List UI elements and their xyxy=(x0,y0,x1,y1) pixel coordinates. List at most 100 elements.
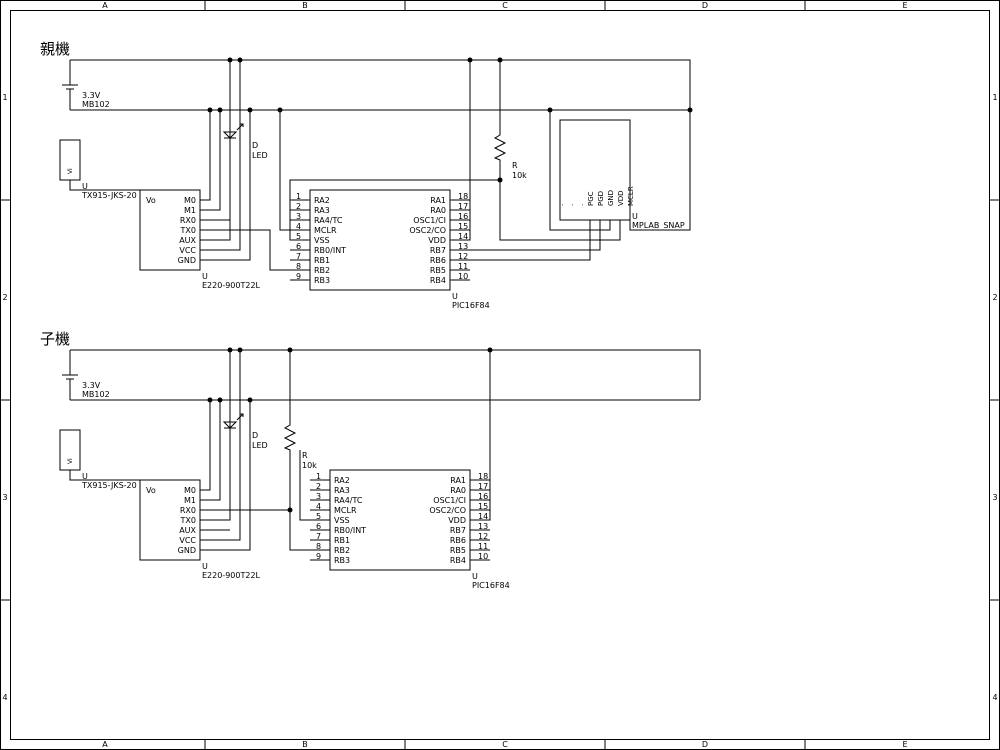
column-label-top: E xyxy=(902,1,907,10)
mcu-pin-number: 8 xyxy=(316,542,321,551)
child-sensor-pin: Vo xyxy=(146,486,156,495)
parent-led-part: LED xyxy=(252,151,268,160)
mcu-pin-name: RB5 xyxy=(430,266,446,275)
module-pin-label: GND xyxy=(178,546,196,555)
inner-border xyxy=(10,10,990,740)
mcu-pin-number: 8 xyxy=(296,262,301,271)
module-pin-label: M0 xyxy=(184,196,196,205)
module-pin-label: M0 xyxy=(184,486,196,495)
parent-title: 親機 xyxy=(40,40,70,58)
child-module-part: E220-900T22L xyxy=(202,571,261,580)
mcu-pin-number: 15 xyxy=(478,502,488,511)
parent-programmer-ref: U xyxy=(632,212,638,221)
parent-battery: 3.3V MB102 xyxy=(82,91,110,109)
mcu-pin-name: RA3 xyxy=(314,206,330,215)
programmer-pin-label: PGC xyxy=(587,191,595,206)
row-label-left: 4 xyxy=(2,693,7,702)
mcu-pin-number: 4 xyxy=(296,222,301,231)
mcu-pin-name: RA0 xyxy=(450,486,466,495)
mcu-pin-name: RB7 xyxy=(450,526,466,535)
mcu-pin-name: MCLR xyxy=(334,506,357,515)
mcu-pin-number: 15 xyxy=(458,222,468,231)
mcu-pin-name: VSS xyxy=(334,516,350,525)
mcu-pin-number: 7 xyxy=(296,252,301,261)
column-label-bottom: A xyxy=(102,740,108,749)
mcu-pin-number: 6 xyxy=(316,522,321,531)
mcu-pin-number: 3 xyxy=(316,492,321,501)
child-mcu-part: PIC16F84 xyxy=(472,581,510,590)
child-wiring xyxy=(59,349,701,571)
mcu-pin-name: OSC1/CI xyxy=(413,216,446,225)
parent-module-part: E220-900T22L xyxy=(202,281,261,290)
mcu-pin-number: 5 xyxy=(296,232,301,241)
row-label-right: 4 xyxy=(992,693,997,702)
child-resistor-value: 10k xyxy=(302,461,317,470)
child-battery: 3.3V MB102 xyxy=(82,381,110,399)
mcu-pin-name: RB4 xyxy=(450,556,466,565)
row-label-right: 1 xyxy=(992,93,997,102)
column-label-top: D xyxy=(702,1,708,10)
parent-resistor-value: 10k xyxy=(512,171,527,180)
mcu-pin-name: OSC2/CO xyxy=(429,506,466,515)
mcu-pin-number: 6 xyxy=(296,242,301,251)
column-label-bottom: B xyxy=(302,740,308,749)
mcu-pin-number: 10 xyxy=(458,272,468,281)
mcu-pin-name: RB1 xyxy=(314,256,330,265)
mcu-pin-name: RA0 xyxy=(430,206,446,215)
mcu-pin-name: RA2 xyxy=(334,476,350,485)
parent-led-ref: D xyxy=(252,141,258,150)
parent-resistor-ref: R xyxy=(512,161,518,170)
module-pin-label: RX0 xyxy=(180,506,196,515)
mcu-pin-name: RB3 xyxy=(334,556,350,565)
mcu-pin-number: 7 xyxy=(316,532,321,541)
mcu-pin-name: RB0/INT xyxy=(334,526,366,535)
parent-sensor-ref: U xyxy=(82,182,88,191)
module-pin-label: RX0 xyxy=(180,216,196,225)
mcu-pin-name: RB4 xyxy=(430,276,446,285)
parent-mcu-part: PIC16F84 xyxy=(452,301,490,310)
column-label-bottom: E xyxy=(902,740,907,749)
programmer-pin-label: . xyxy=(567,204,575,206)
mcu-pin-name: RA1 xyxy=(430,196,446,205)
column-label-top: A xyxy=(102,1,108,10)
mcu-pin-number: 12 xyxy=(458,252,468,261)
row-label-right: 2 xyxy=(992,293,997,302)
child-title: 子機 xyxy=(40,330,70,348)
parent-module-ref: U xyxy=(202,272,208,281)
mcu-pin-number: 1 xyxy=(316,472,321,481)
module-pin-label: TX0 xyxy=(180,516,196,525)
mcu-pin-number: 13 xyxy=(478,522,488,531)
mcu-pin-name: RB7 xyxy=(430,246,446,255)
module-pin-label: VCC xyxy=(179,536,196,545)
mcu-pin-name: RB5 xyxy=(450,546,466,555)
parent-battery-part: MB102 xyxy=(82,100,110,109)
mcu-pin-name: MCLR xyxy=(314,226,337,235)
mcu-pin-name: RA4/TC xyxy=(334,496,363,505)
programmer-pin-label: . xyxy=(577,204,585,206)
row-label-left: 3 xyxy=(2,493,7,502)
mcu-pin-number: 14 xyxy=(458,232,468,241)
mcu-pin-name: RA3 xyxy=(334,486,350,495)
parent-sensor-pin: Vo xyxy=(146,196,156,205)
mcu-pin-name: RB1 xyxy=(334,536,350,545)
child-led-ref: D xyxy=(252,431,258,440)
programmer-pin-label: PGD xyxy=(597,191,605,206)
mcu-pin-number: 17 xyxy=(478,482,488,491)
mcu-pin-number: 18 xyxy=(458,192,468,201)
mcu-pin-name: RB2 xyxy=(314,266,330,275)
row-label-right: 3 xyxy=(992,493,997,502)
mcu-pin-number: 11 xyxy=(478,542,488,551)
row-label-left: 2 xyxy=(2,293,7,302)
parent-programmer-part: MPLAB_SNAP xyxy=(632,221,685,230)
programmer-pin-label: MCLR xyxy=(627,186,635,206)
mcu-pin-number: 3 xyxy=(296,212,301,221)
mcu-pin-name: RB6 xyxy=(430,256,446,265)
mcu-pin-number: 2 xyxy=(316,482,321,491)
child-resistor-ref: R xyxy=(302,451,308,460)
parent-sensor-part: TX915-JKS-20 xyxy=(81,191,137,200)
child-module-ref: U xyxy=(202,562,208,571)
child-mcu-ref: U xyxy=(472,572,478,581)
